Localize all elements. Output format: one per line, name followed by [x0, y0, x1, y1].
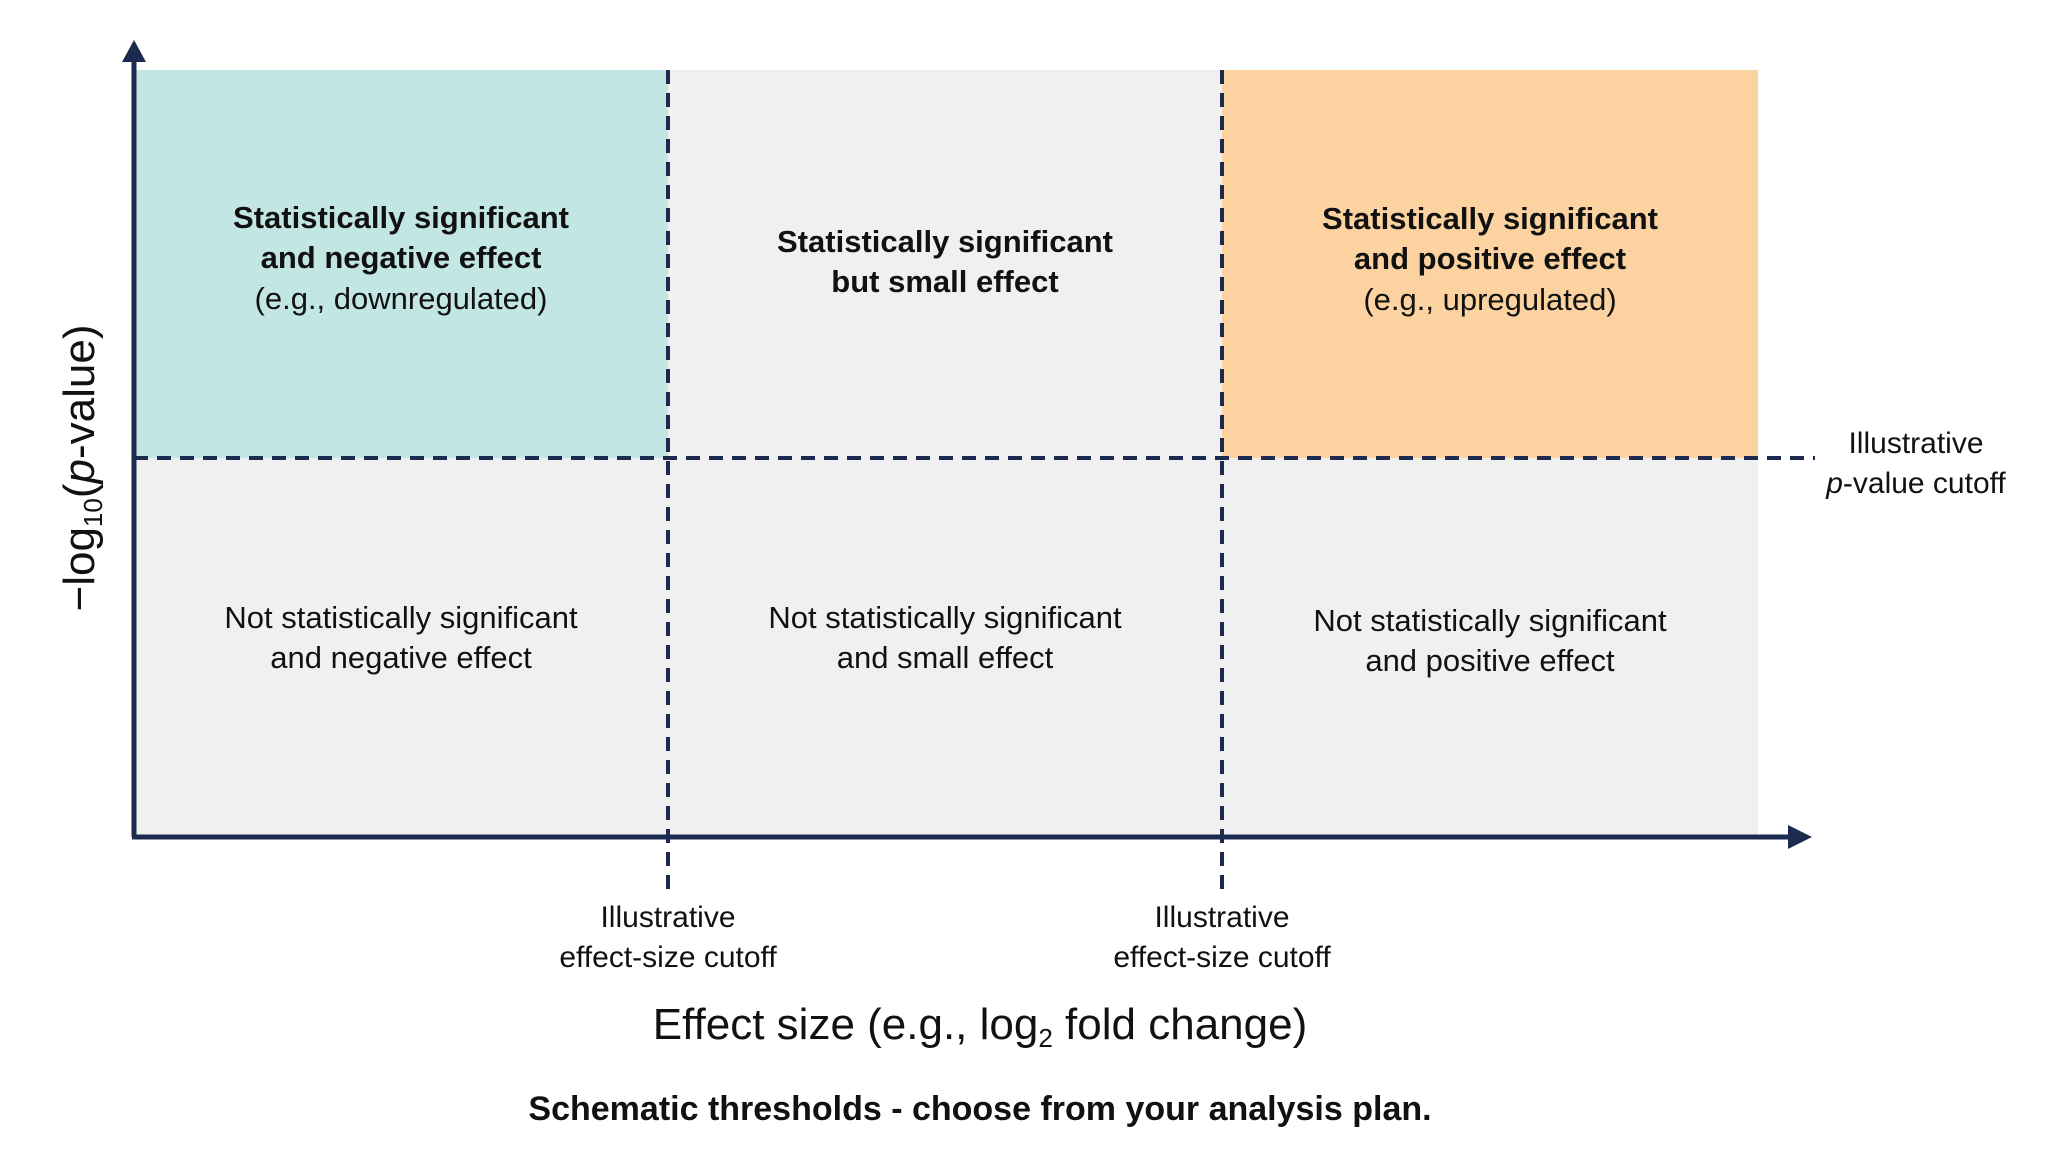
p-value-cutoff-label-italic: p — [1826, 466, 1843, 500]
effect-cutoff-label-left-line1: Illustrative — [600, 901, 736, 934]
region-bottom-middle-fill — [668, 458, 1222, 837]
p-value-cutoff-label: Illustrative p-value cutoff — [1800, 424, 2032, 504]
x-axis-arrow — [1788, 825, 1812, 849]
effect-cutoff-label-right-line1: Illustrative — [1154, 901, 1290, 934]
p-value-cutoff-label-line2: p-value cutoff — [1800, 464, 2032, 504]
x-axis-label: Effect size (e.g., log2 fold change) — [0, 1000, 1960, 1054]
effect-cutoff-label-right-line2: effect-size cutoff — [1113, 940, 1331, 974]
x-axis-label-suffix: fold change) — [1052, 1000, 1308, 1049]
region-label-bottom-right-line2: and positive effect — [1365, 643, 1615, 679]
region-bottom-left-fill — [134, 458, 668, 837]
region-label-top-middle-line1: Statistically significant — [777, 224, 1113, 259]
region-label-top-middle-line2: but small effect — [831, 264, 1059, 300]
y-axis-arrow — [122, 40, 146, 62]
x-axis-label-prefix: Effect size (e.g., log — [652, 1000, 1039, 1049]
region-label-top-left: Statistically significant and negative e… — [134, 198, 668, 319]
region-label-bottom-left: Not statistically significant and negati… — [134, 598, 668, 679]
region-label-bottom-right: Not statistically significant and positi… — [1222, 601, 1758, 682]
region-label-top-right: Statistically significant and positive e… — [1222, 199, 1758, 320]
y-axis-label-prefix: −log — [55, 527, 104, 612]
y-axis-label-open: ( — [55, 483, 104, 499]
region-label-top-right-line2: and positive effect — [1353, 241, 1627, 277]
region-label-top-left-line1: Statistically significant — [233, 200, 569, 235]
y-axis-label: −log10(p-value) — [55, 325, 109, 612]
region-top-right-fill — [1222, 70, 1758, 458]
effect-cutoff-label-left: Illustrative effect-size cutoff — [518, 898, 818, 978]
region-label-bottom-right-line1: Not statistically significant — [1313, 603, 1667, 638]
footnote: Schematic thresholds - choose from your … — [528, 1090, 1432, 1128]
effect-cutoff-label-left-line2: effect-size cutoff — [559, 940, 777, 974]
p-value-cutoff-label-rest: -value cutoff — [1842, 466, 2006, 500]
region-label-bottom-middle-line2: and small effect — [836, 640, 1054, 676]
x-axis-label-subscript: 2 — [1038, 1023, 1053, 1053]
effect-cutoff-label-right: Illustrative effect-size cutoff — [1072, 898, 1372, 978]
region-label-bottom-left-line2: and negative effect — [270, 640, 532, 676]
region-top-left-fill — [134, 70, 668, 458]
region-label-top-right-line3: (e.g., upregulated) — [1363, 281, 1617, 317]
region-top-middle-fill — [668, 70, 1222, 458]
region-label-bottom-left-line1: Not statistically significant — [224, 600, 578, 635]
region-label-top-right-line1: Statistically significant — [1322, 201, 1658, 236]
y-axis-label-subscript: 10 — [78, 498, 108, 528]
region-label-top-left-line3: (e.g., downregulated) — [254, 280, 548, 316]
y-axis-label-suffix: -value) — [55, 324, 104, 460]
region-label-top-middle: Statistically significant but small effe… — [668, 222, 1222, 303]
region-label-bottom-middle-line1: Not statistically significant — [768, 600, 1122, 635]
y-axis-label-italic: p — [55, 459, 104, 484]
p-value-cutoff-label-line1: Illustrative — [1848, 427, 1984, 460]
region-bottom-right-fill — [1222, 458, 1758, 837]
region-label-bottom-middle: Not statistically significant and small … — [668, 598, 1222, 679]
region-label-top-left-line2: and negative effect — [260, 240, 542, 276]
